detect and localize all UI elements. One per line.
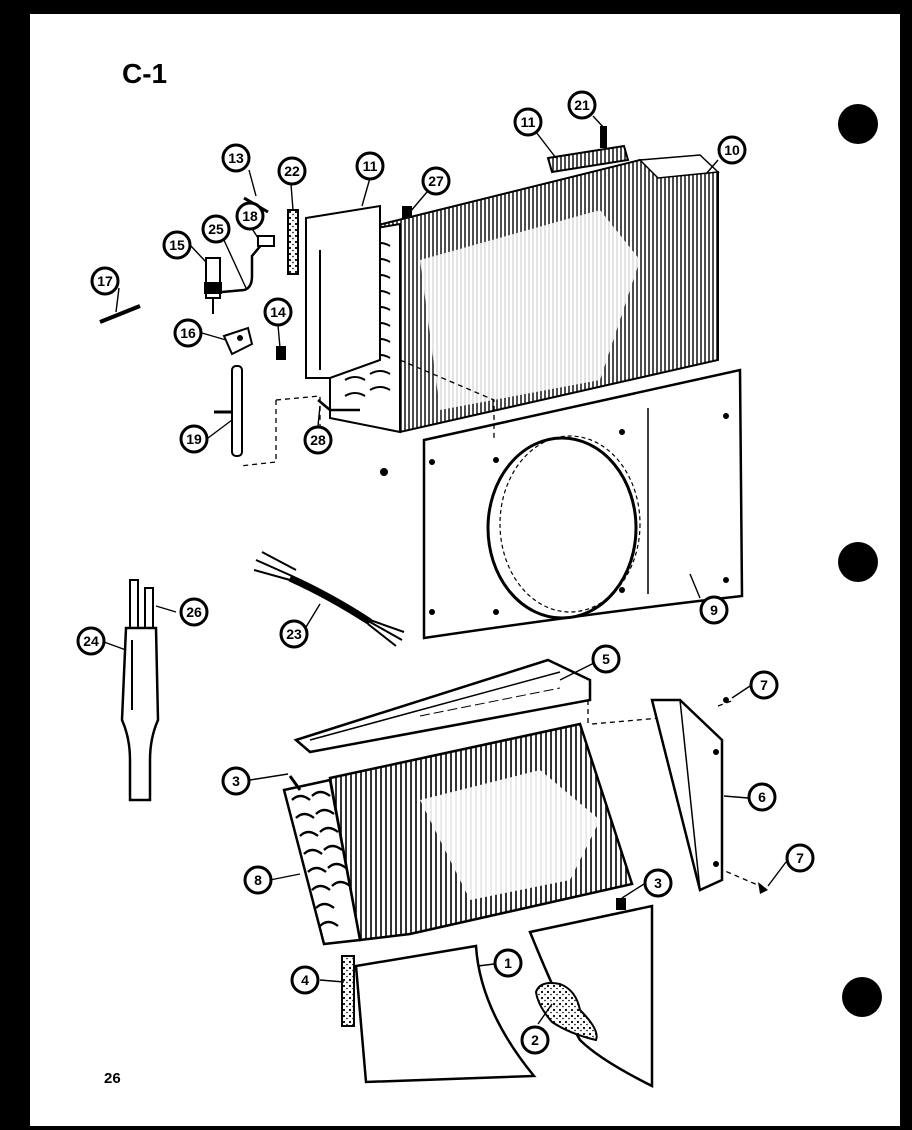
- callout-11a: 11: [355, 151, 385, 181]
- callout-26: 26: [179, 597, 209, 627]
- callout-4: 4: [290, 965, 320, 995]
- callout-3b: 3: [643, 868, 673, 898]
- svg-text:5: 5: [602, 651, 610, 667]
- svg-text:1: 1: [504, 955, 512, 971]
- callout-10: 10: [717, 135, 747, 165]
- svg-text:11: 11: [363, 158, 378, 174]
- svg-text:14: 14: [270, 304, 286, 320]
- clip-21: [600, 126, 607, 148]
- power-cord: [120, 579, 160, 802]
- bracket-right: [546, 144, 630, 174]
- svg-text:7: 7: [760, 677, 768, 693]
- leader-lines-dashed: [239, 359, 761, 887]
- callout-24: 24: [76, 626, 106, 656]
- callout-14: 14: [263, 297, 293, 327]
- callout-23: 23: [279, 619, 309, 649]
- callout-11b: 11: [513, 107, 543, 137]
- callout-2: 2: [520, 1025, 550, 1055]
- callout-25: 25: [201, 214, 231, 244]
- svg-text:2: 2: [531, 1032, 539, 1048]
- page-number: 26: [104, 1070, 121, 1087]
- svg-text:25: 25: [208, 221, 224, 237]
- terminal-strip-22: [287, 209, 299, 275]
- svg-text:13: 13: [228, 150, 244, 166]
- svg-text:7: 7: [796, 850, 804, 866]
- callout-22: 22: [277, 156, 307, 186]
- svg-text:28: 28: [310, 432, 326, 448]
- svg-text:16: 16: [180, 325, 196, 341]
- svg-text:18: 18: [242, 208, 258, 224]
- svg-text:23: 23: [286, 626, 302, 642]
- callout-8: 8: [243, 865, 273, 895]
- svg-text:22: 22: [284, 163, 300, 179]
- callout-1: 1: [493, 948, 523, 978]
- callout-9: 9: [699, 595, 729, 625]
- callout-18a: 18: [235, 201, 265, 231]
- svg-text:26: 26: [186, 604, 202, 620]
- callout-28: 28: [303, 425, 333, 455]
- svg-text:9: 9: [710, 602, 718, 618]
- svg-text:11: 11: [521, 114, 536, 130]
- binder-hole-middle: [838, 542, 878, 582]
- svg-text:10: 10: [724, 142, 740, 158]
- callout-7b: 7: [785, 843, 815, 873]
- condenser-top-cover: [293, 658, 592, 754]
- binder-hole-bottom: [842, 977, 882, 1017]
- condenser-coil: [282, 722, 634, 946]
- callout-5: 5: [591, 644, 621, 674]
- evaporator-coil: [329, 154, 720, 434]
- svg-text:17: 17: [97, 273, 113, 289]
- callout-7a: 7: [749, 670, 779, 700]
- binder-hole-top: [838, 104, 878, 144]
- page-title: C-1: [122, 58, 168, 89]
- svg-text:21: 21: [574, 97, 590, 113]
- callout-17: 17: [90, 266, 120, 296]
- control-components: [99, 196, 412, 457]
- callout-21: 21: [567, 90, 597, 120]
- callout-27: 27: [421, 166, 451, 196]
- callout-16: 16: [173, 318, 203, 348]
- svg-text:15: 15: [169, 237, 185, 253]
- svg-text:3: 3: [654, 875, 662, 891]
- callout-6: 6: [747, 782, 777, 812]
- svg-text:19: 19: [186, 431, 202, 447]
- svg-text:24: 24: [83, 633, 99, 649]
- svg-text:4: 4: [301, 972, 309, 988]
- callout-13: 13: [221, 143, 251, 173]
- svg-text:6: 6: [758, 789, 766, 805]
- wire-harness-23: [253, 551, 405, 647]
- tube-sheet-left: [305, 204, 381, 379]
- svg-text:27: 27: [428, 173, 444, 189]
- callout-19: 19: [179, 424, 209, 454]
- callout-3a: 3: [221, 766, 251, 796]
- fan-shroud: [380, 368, 744, 640]
- svg-text:8: 8: [254, 872, 262, 888]
- callout-15: 15: [162, 230, 192, 260]
- side-bracket: [650, 698, 724, 892]
- svg-text:3: 3: [232, 773, 240, 789]
- base-pan: [341, 904, 654, 1089]
